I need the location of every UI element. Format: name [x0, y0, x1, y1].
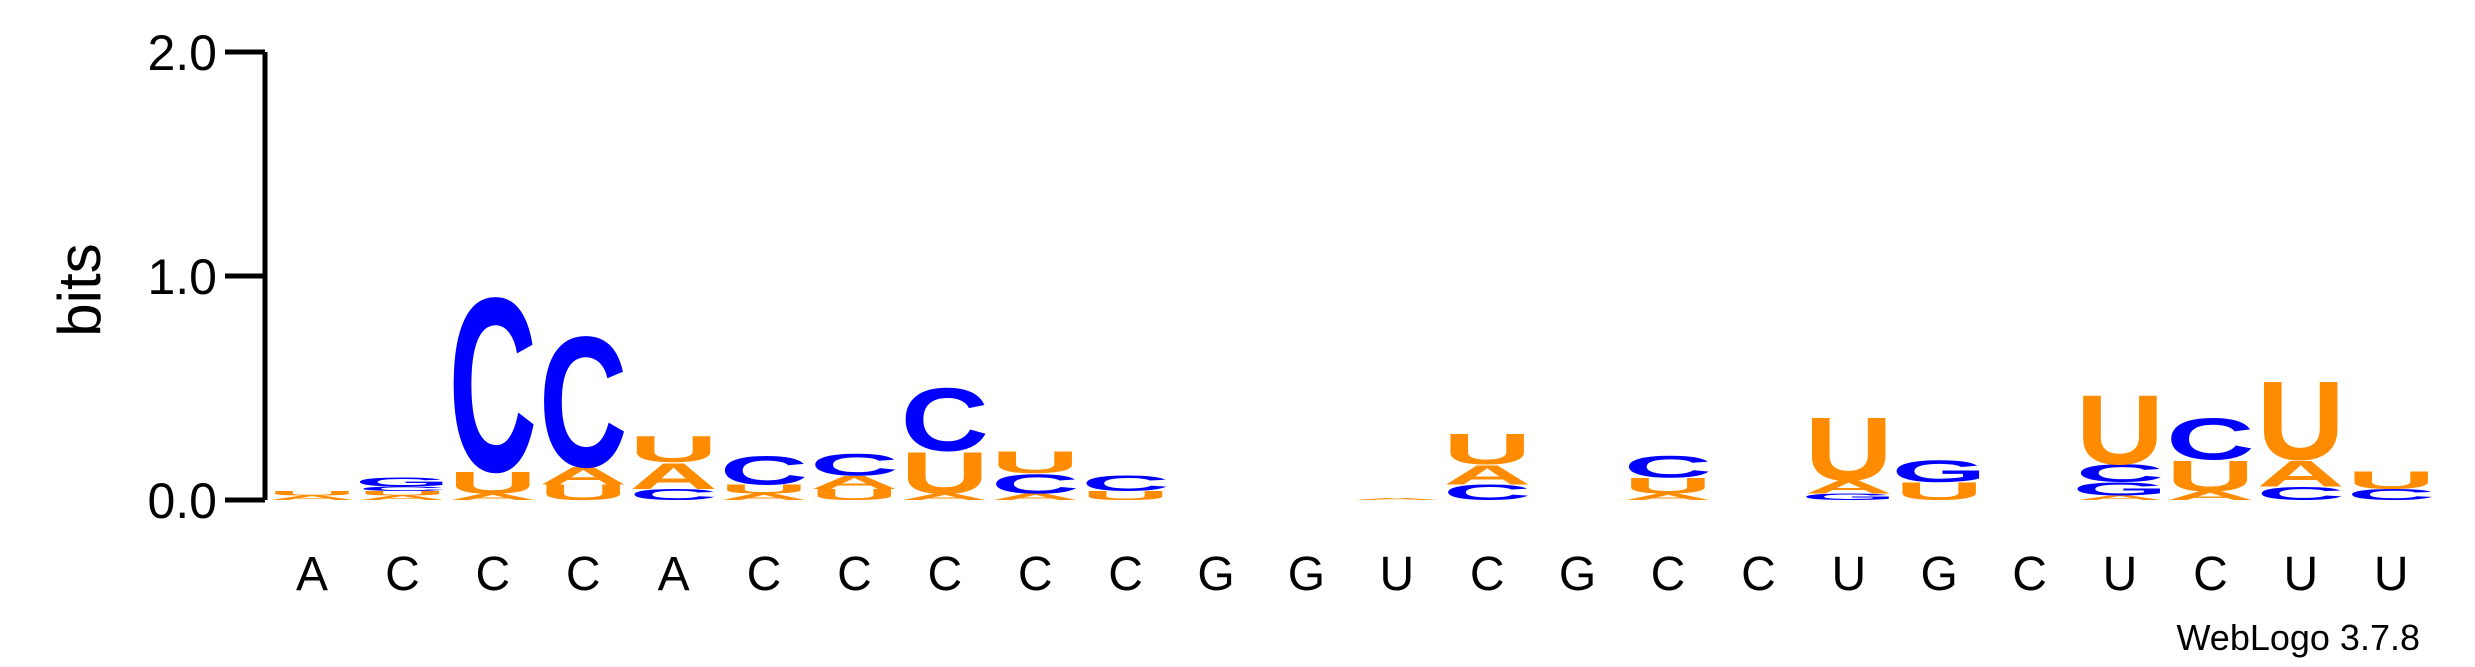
logo-letter-U: U: [1895, 477, 1983, 505]
logo-letter-A: A: [991, 492, 1079, 502]
logo-letter-C: C: [539, 298, 627, 506]
position-label: C: [475, 548, 510, 601]
logo-letter-A: A: [539, 462, 627, 490]
position-label: U: [2374, 548, 2409, 601]
logo-letter-A: A: [810, 472, 898, 493]
weblogo-credit: WebLogo 3.7.8: [2176, 617, 2420, 658]
position-label: C: [1018, 548, 1053, 601]
logo-letter-U: U: [1805, 398, 1893, 499]
logo-letter-A: A: [358, 494, 446, 501]
logo-letter-U: U: [2347, 466, 2435, 494]
logo-letter-U: U: [901, 440, 989, 506]
y-tick-label: 1.0: [147, 249, 217, 305]
logo-letter-U: U: [358, 490, 446, 497]
position-label: U: [2283, 548, 2318, 601]
logo-letter-A: A: [1353, 497, 1441, 500]
logo-letter-U: U: [2257, 358, 2345, 483]
position-label: C: [1470, 548, 1505, 601]
position-label: C: [747, 548, 782, 601]
logo-letter-C: C: [2166, 407, 2254, 473]
logo-letter-U: U: [2076, 374, 2164, 486]
position-label: C: [566, 548, 601, 601]
logo-letter-C: C: [449, 246, 537, 524]
position-label: C: [1108, 548, 1143, 601]
position-label: C: [1741, 548, 1776, 601]
position-label: U: [2103, 548, 2138, 601]
y-tick-label: 2.0: [147, 25, 217, 81]
logo-letter-A: A: [1443, 459, 1531, 490]
logo-letter-U: U: [1624, 474, 1712, 498]
logo-letter-U: U: [449, 465, 537, 500]
logo-letter-C: C: [1443, 480, 1531, 504]
position-label: C: [2012, 548, 2047, 601]
y-tick-label: 0.0: [147, 473, 217, 529]
position-label: C: [385, 548, 420, 601]
logo-letter-U: U: [991, 445, 1079, 480]
logo-letter-G: G: [2072, 479, 2167, 500]
position-label: G: [1559, 548, 1596, 601]
logo-letter-C: C: [1624, 449, 1712, 484]
logo-letter-U: U: [1443, 425, 1531, 473]
logo-letter-U: U: [539, 480, 627, 504]
logo-letter-A: A: [2166, 489, 2254, 503]
position-label: G: [1921, 548, 1958, 601]
logo-letter-A: A: [1624, 492, 1712, 502]
logo-letter-A: A: [2076, 494, 2164, 501]
logo-letter-U: U: [1081, 489, 1169, 503]
logo-letter-A: A: [2257, 453, 2345, 495]
logo-letter-A: A: [901, 492, 989, 502]
logo-letter-G: G: [1801, 492, 1896, 502]
position-label: G: [1288, 548, 1325, 601]
logo-letter-U: U: [268, 490, 356, 497]
logo-letter-C: C: [901, 369, 989, 470]
logo-letter-C: C: [2257, 483, 2345, 504]
y-axis: 0.0 1.0 2.0: [147, 25, 268, 529]
position-label: U: [1379, 548, 1414, 601]
logo-letter-C: C: [629, 486, 717, 503]
y-axis-label: bits: [46, 243, 113, 336]
logo-letter-C: C: [358, 486, 446, 493]
logo-letter-G: G: [1892, 454, 1987, 489]
logo-letter-U: U: [2166, 452, 2254, 500]
position-label: A: [296, 548, 328, 601]
position-label: C: [2193, 548, 2228, 601]
position-label: C: [1651, 548, 1686, 601]
logo-letter-U: U: [629, 428, 717, 470]
logo-letter-C: C: [810, 447, 898, 482]
logo-letter-U: U: [720, 482, 808, 496]
logo-letter-A: A: [449, 492, 537, 502]
position-label: A: [658, 548, 690, 601]
logo-letter-C: C: [2347, 486, 2435, 503]
logo-letter-C: C: [991, 468, 1079, 499]
logo-letter-A: A: [268, 494, 356, 501]
position-label: C: [837, 548, 872, 601]
logo-letter-U: U: [810, 486, 898, 503]
logo-letter-C: C: [1081, 471, 1169, 495]
logo-letter-C: C: [720, 448, 808, 493]
logo-letter-G: G: [355, 475, 450, 489]
logo-letter-A: A: [720, 492, 808, 502]
logo-letter-A: A: [1805, 476, 1893, 497]
position-label: U: [1831, 548, 1866, 601]
position-label: C: [927, 548, 962, 601]
logo-letter-C: C: [2076, 460, 2164, 488]
position-label: G: [1197, 548, 1234, 601]
logo-letter-A: A: [629, 455, 717, 497]
